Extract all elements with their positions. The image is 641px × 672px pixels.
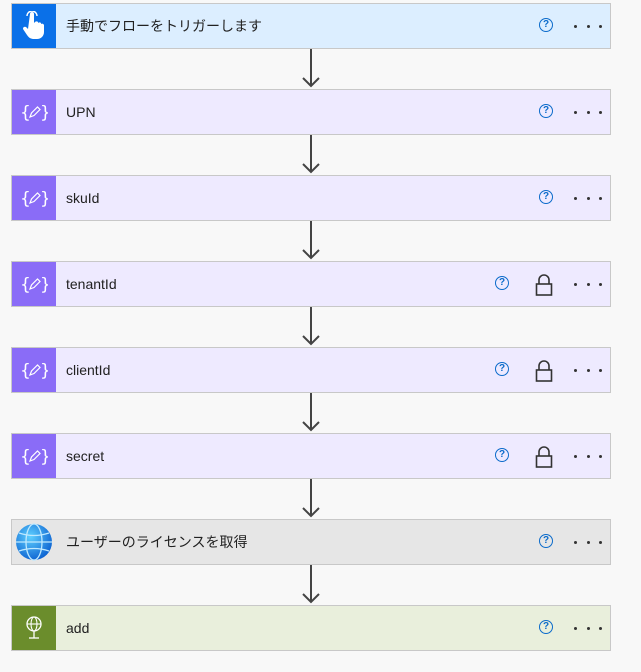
more-options-button[interactable]	[574, 444, 602, 468]
step-label: clientId	[66, 362, 111, 378]
connector-arrow	[302, 393, 320, 432]
flow-step-upn[interactable]: { } UPN ?	[11, 89, 611, 135]
variable-icon-box: { }	[12, 434, 56, 478]
step-label: 手動でフローをトリガーします	[66, 18, 262, 34]
connector-arrow	[302, 307, 320, 346]
svg-text:}: }	[40, 103, 48, 123]
lock-icon	[535, 446, 553, 468]
variable-icon: { }	[20, 275, 48, 295]
more-options-button[interactable]	[574, 272, 602, 296]
more-options-button[interactable]	[574, 530, 602, 554]
svg-text:}: }	[40, 447, 48, 467]
more-options-button[interactable]	[574, 616, 602, 640]
flow-step-skuid[interactable]: { } skuId ?	[11, 175, 611, 221]
add-icon-box	[12, 606, 56, 650]
variable-icon: { }	[20, 189, 48, 209]
help-icon[interactable]: ?	[539, 534, 553, 548]
flow-step-tenantid[interactable]: { } tenantId ?	[11, 261, 611, 307]
step-label: add	[66, 620, 90, 636]
help-icon[interactable]: ?	[495, 448, 509, 462]
step-label: ユーザーのライセンスを取得	[66, 534, 248, 550]
help-icon[interactable]: ?	[495, 276, 509, 290]
flow-step-clientid[interactable]: { } clientId ?	[11, 347, 611, 393]
variable-icon-box: { }	[12, 176, 56, 220]
flow-step-add[interactable]: add ?	[11, 605, 611, 651]
variable-icon-box: { }	[12, 90, 56, 134]
connector-arrow	[302, 135, 320, 174]
connector-arrow	[302, 565, 320, 604]
flow-step-secret[interactable]: { } secret ?	[11, 433, 611, 479]
step-label: UPN	[66, 104, 96, 120]
more-options-button[interactable]	[574, 358, 602, 382]
connector-arrow	[302, 49, 320, 88]
variable-icon: { }	[20, 103, 48, 123]
svg-text:{: {	[20, 103, 31, 123]
flow-step-get-license[interactable]: ユーザーのライセンスを取得 ?	[11, 519, 611, 565]
variable-icon-box: { }	[12, 348, 56, 392]
step-label: skuId	[66, 190, 100, 206]
trigger-icon-box	[12, 4, 56, 48]
help-icon[interactable]: ?	[539, 104, 553, 118]
lock-icon	[535, 360, 553, 382]
variable-icon-box: { }	[12, 262, 56, 306]
help-icon[interactable]: ?	[495, 362, 509, 376]
help-icon[interactable]: ?	[539, 18, 553, 32]
hand-pointer-icon	[22, 11, 44, 39]
http-icon-box	[12, 520, 56, 564]
plant-icon	[26, 616, 42, 639]
more-options-button[interactable]	[574, 100, 602, 124]
more-options-button[interactable]	[574, 14, 602, 38]
svg-text:}: }	[40, 361, 48, 381]
svg-text:}: }	[40, 275, 48, 295]
connector-arrow	[302, 479, 320, 518]
help-icon[interactable]: ?	[539, 190, 553, 204]
more-options-button[interactable]	[574, 186, 602, 210]
step-label: tenantId	[66, 276, 117, 292]
svg-text:{: {	[20, 275, 31, 295]
flow-step-trigger[interactable]: 手動でフローをトリガーします ?	[11, 3, 611, 49]
variable-icon: { }	[20, 447, 48, 467]
svg-text:{: {	[20, 189, 31, 209]
svg-text:}: }	[40, 189, 48, 209]
svg-text:{: {	[20, 447, 31, 467]
globe-icon	[16, 523, 52, 561]
connector-arrow	[302, 221, 320, 260]
lock-icon	[535, 274, 553, 296]
variable-icon: { }	[20, 361, 48, 381]
help-icon[interactable]: ?	[539, 620, 553, 634]
step-label: secret	[66, 448, 105, 464]
svg-text:{: {	[20, 361, 31, 381]
